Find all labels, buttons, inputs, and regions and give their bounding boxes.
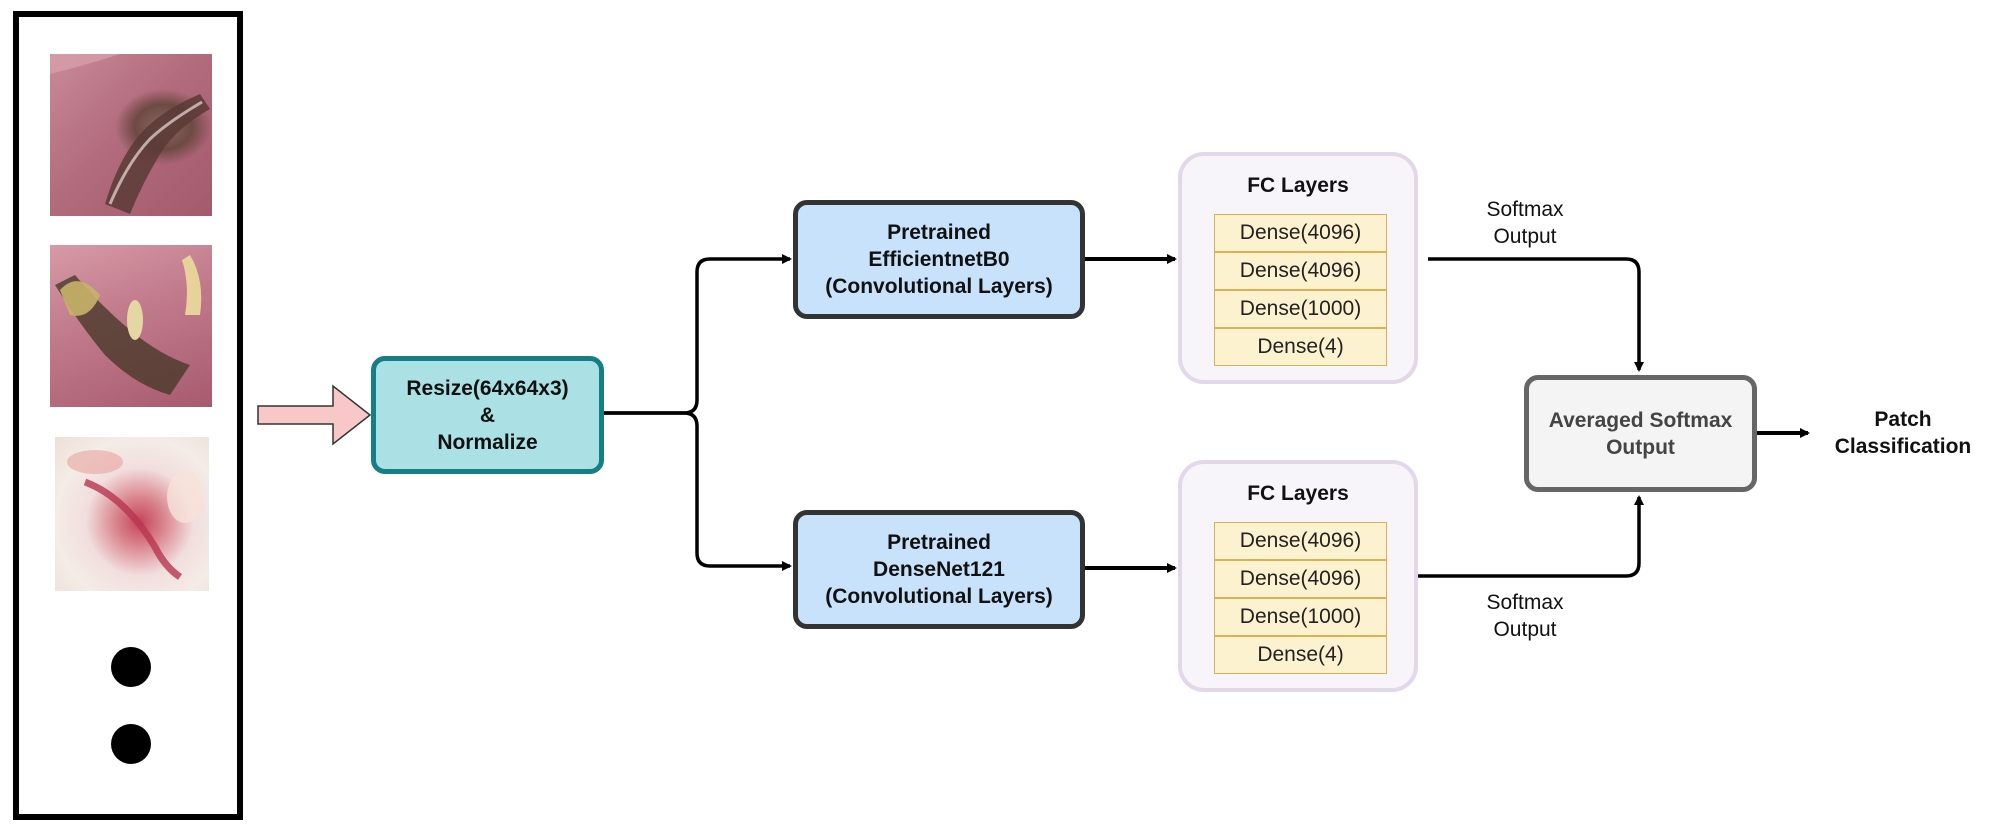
- densenet-backbone-label: Pretrained DenseNet121 (Convolutional La…: [825, 531, 1053, 608]
- lesion-patch-1-texture: [50, 54, 210, 214]
- lesion-patch-3: [55, 437, 209, 591]
- softmax-output-label-top: Softmax Output: [1486, 198, 1564, 248]
- dense-layer-top-2: Dense(4096): [1214, 252, 1387, 290]
- dense-layer-top-4: Dense(4): [1214, 328, 1387, 366]
- patch-classification-label: Patch Classification: [1834, 408, 1972, 458]
- dense-layer-top-3: Dense(1000): [1214, 290, 1387, 328]
- connector-fc-bottom-to-average: [1417, 495, 1644, 578]
- dense-layer-top-1: Dense(4096): [1214, 214, 1387, 252]
- fc-layers-group-top: FC Layers Dense(4096) Dense(4096) Dense(…: [1178, 152, 1418, 384]
- dense-layer-bottom-1: Dense(4096): [1214, 522, 1387, 560]
- lesion-patch-1: [50, 54, 212, 216]
- lesion-patch-3-texture: [67, 450, 203, 580]
- input-patches-panel: [13, 11, 243, 820]
- dense-layer-bottom-2: Dense(4096): [1214, 560, 1387, 598]
- softmax-output-label-bottom: Softmax Output: [1486, 591, 1564, 641]
- connector-resize-to-efficientnet: [604, 254, 792, 415]
- connector-fc-top-to-average: [1428, 257, 1644, 372]
- densenet-backbone-block: Pretrained DenseNet121 (Convolutional La…: [793, 510, 1085, 629]
- dense-layer-bottom-4: Dense(4): [1214, 636, 1387, 674]
- input-arrow: [257, 384, 372, 446]
- efficientnet-backbone-label: Pretrained EfficientnetB0 (Convolutional…: [825, 221, 1053, 298]
- averaged-softmax-label: Averaged Softmax Output: [1548, 408, 1733, 459]
- resize-normalize-label: Resize(64x64x3) & Normalize: [406, 376, 569, 454]
- lesion-patch-2: [50, 245, 212, 407]
- lesion-patch-2-texture: [55, 255, 202, 395]
- dense-layer-bottom-3: Dense(1000): [1214, 598, 1387, 636]
- ellipsis-dot-2: [111, 724, 151, 764]
- fc-layers-group-bottom: FC Layers Dense(4096) Dense(4096) Dense(…: [1178, 460, 1418, 692]
- fc-layers-title-top: FC Layers: [1247, 174, 1349, 197]
- resize-normalize-block: Resize(64x64x3) & Normalize: [371, 356, 604, 474]
- connector-resize-to-densenet: [604, 411, 792, 571]
- ellipsis-dot-1: [111, 647, 151, 687]
- averaged-softmax-block: Averaged Softmax Output: [1524, 375, 1757, 492]
- efficientnet-backbone-block: Pretrained EfficientnetB0 (Convolutional…: [793, 200, 1085, 319]
- fc-layers-title-bottom: FC Layers: [1247, 482, 1349, 505]
